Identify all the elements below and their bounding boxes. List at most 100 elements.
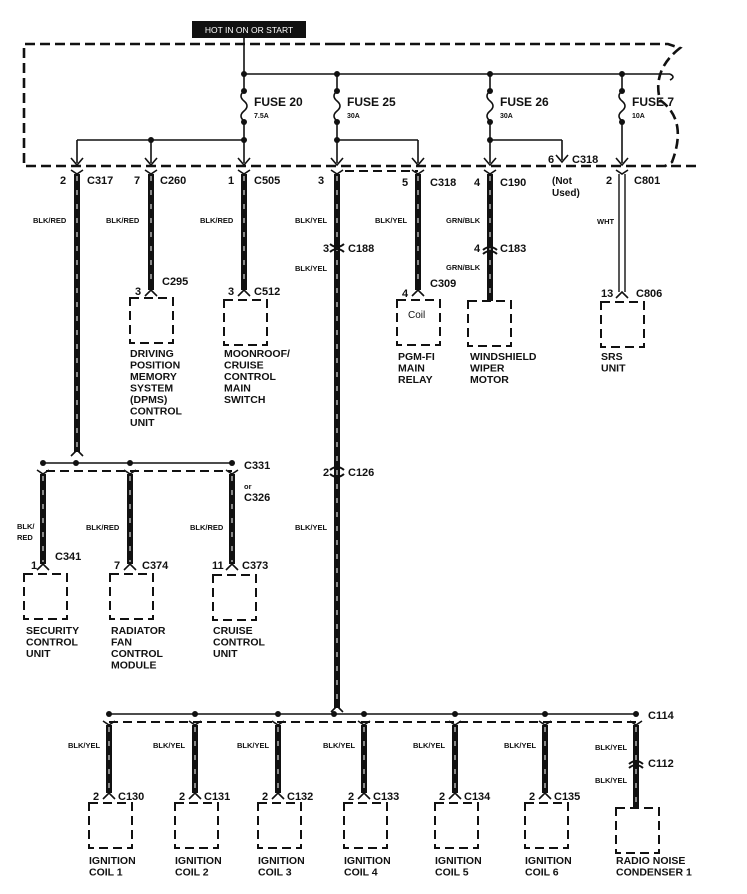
- fuse-box-border: [22, 42, 700, 168]
- hot-in-on-or-start-label: HOT IN ON OR START: [205, 25, 293, 35]
- connector-c374: C374: [142, 560, 169, 572]
- wire-bottom-6: [538, 720, 552, 800]
- svg-text:BLK/YEL: BLK/YEL: [595, 776, 628, 785]
- wire-c318: [411, 169, 425, 297]
- connector-c190: C190: [500, 177, 526, 189]
- wire-c801: [615, 169, 629, 299]
- connector-pin: 2: [262, 791, 268, 803]
- svg-text:7: 7: [134, 175, 140, 187]
- fuse-26-rating: 30A: [500, 113, 513, 120]
- connector-pin: 2: [179, 791, 185, 803]
- relay-coil-label: Coil: [408, 310, 425, 321]
- svg-text:BLK/RED: BLK/RED: [200, 216, 234, 225]
- wire-c374: [123, 469, 137, 571]
- svg-text:3: 3: [135, 286, 141, 298]
- svg-text:GRN/BLK: GRN/BLK: [446, 216, 481, 225]
- svg-text:BLK/YEL: BLK/YEL: [295, 523, 328, 532]
- wire-trunk-blk-yel: [329, 169, 345, 713]
- svg-text:BLK/: BLK/: [17, 522, 35, 531]
- svg-text:GRN/BLK: GRN/BLK: [446, 263, 481, 272]
- connector-pin: 2: [348, 791, 354, 803]
- wire-c341: [36, 469, 50, 571]
- connector-c135: C135: [554, 791, 580, 803]
- svg-text:6: 6: [548, 154, 554, 166]
- wire-bottom-1: [102, 720, 116, 800]
- fuse-20-rating: 7.5A: [254, 113, 269, 120]
- connector-c318: C318: [430, 177, 456, 189]
- svg-text:BLK/YEL: BLK/YEL: [237, 741, 270, 750]
- svg-text:BLK/RED: BLK/RED: [190, 523, 224, 532]
- connector-pin: 2: [439, 791, 445, 803]
- fuse-20-label: FUSE 20: [254, 95, 303, 109]
- svg-text:or: or: [244, 482, 252, 491]
- fuse-26: FUSE 26 30A: [486, 74, 549, 140]
- svg-text:2: 2: [323, 467, 329, 479]
- fuse-25: FUSE 25 30A: [333, 74, 396, 140]
- svg-text:3: 3: [318, 175, 324, 187]
- connector-pin: 2: [93, 791, 99, 803]
- svg-text:2: 2: [606, 175, 612, 187]
- fuse-26-label: FUSE 26: [500, 95, 549, 109]
- wire-bottom-2: [188, 720, 202, 800]
- svg-text:BLK/YEL: BLK/YEL: [295, 264, 328, 273]
- wire-c260: [144, 169, 158, 297]
- connector-c112: C112: [648, 758, 674, 770]
- svg-text:1: 1: [31, 560, 37, 572]
- wire-bottom-4: [357, 720, 371, 800]
- wire-c317: [70, 169, 84, 457]
- wire-c373: [225, 469, 239, 571]
- svg-text:WHT: WHT: [597, 217, 614, 226]
- connector-c130: C130: [118, 791, 144, 803]
- svg-text:BLK/YEL: BLK/YEL: [413, 741, 446, 750]
- connector-c318-not-used: C318: [572, 154, 598, 166]
- svg-text:C114: C114: [648, 710, 675, 722]
- connector-c260: C260: [160, 175, 186, 187]
- svg-text:BLK/YEL: BLK/YEL: [153, 741, 186, 750]
- fuse-7-label: FUSE 7: [632, 95, 674, 109]
- connector-c801: C801: [634, 175, 660, 187]
- svg-text:C326: C326: [244, 492, 270, 504]
- svg-text:(Not: (Not: [552, 176, 573, 187]
- svg-text:11: 11: [212, 560, 224, 572]
- svg-text:2: 2: [60, 175, 66, 187]
- fuse-25-rating: 30A: [347, 113, 360, 120]
- svg-text:C331: C331: [244, 460, 270, 472]
- svg-text:7: 7: [114, 560, 120, 572]
- connector-c309: C309: [430, 278, 456, 290]
- wire-bottom-3: [271, 720, 285, 800]
- wire-c190: [482, 169, 498, 301]
- connector-c132: C132: [287, 791, 313, 803]
- svg-text:4: 4: [402, 288, 409, 300]
- connector-c505: C505: [254, 175, 280, 187]
- fuse-20-symbol: [240, 90, 248, 122]
- connector-pin: 2: [529, 791, 535, 803]
- svg-text:13: 13: [601, 288, 613, 300]
- connector-c131: C131: [204, 791, 230, 803]
- svg-text:1: 1: [228, 175, 234, 187]
- svg-text:RED: RED: [17, 533, 33, 542]
- svg-text:Used): Used): [552, 188, 580, 199]
- svg-text:BLK/YEL: BLK/YEL: [504, 741, 537, 750]
